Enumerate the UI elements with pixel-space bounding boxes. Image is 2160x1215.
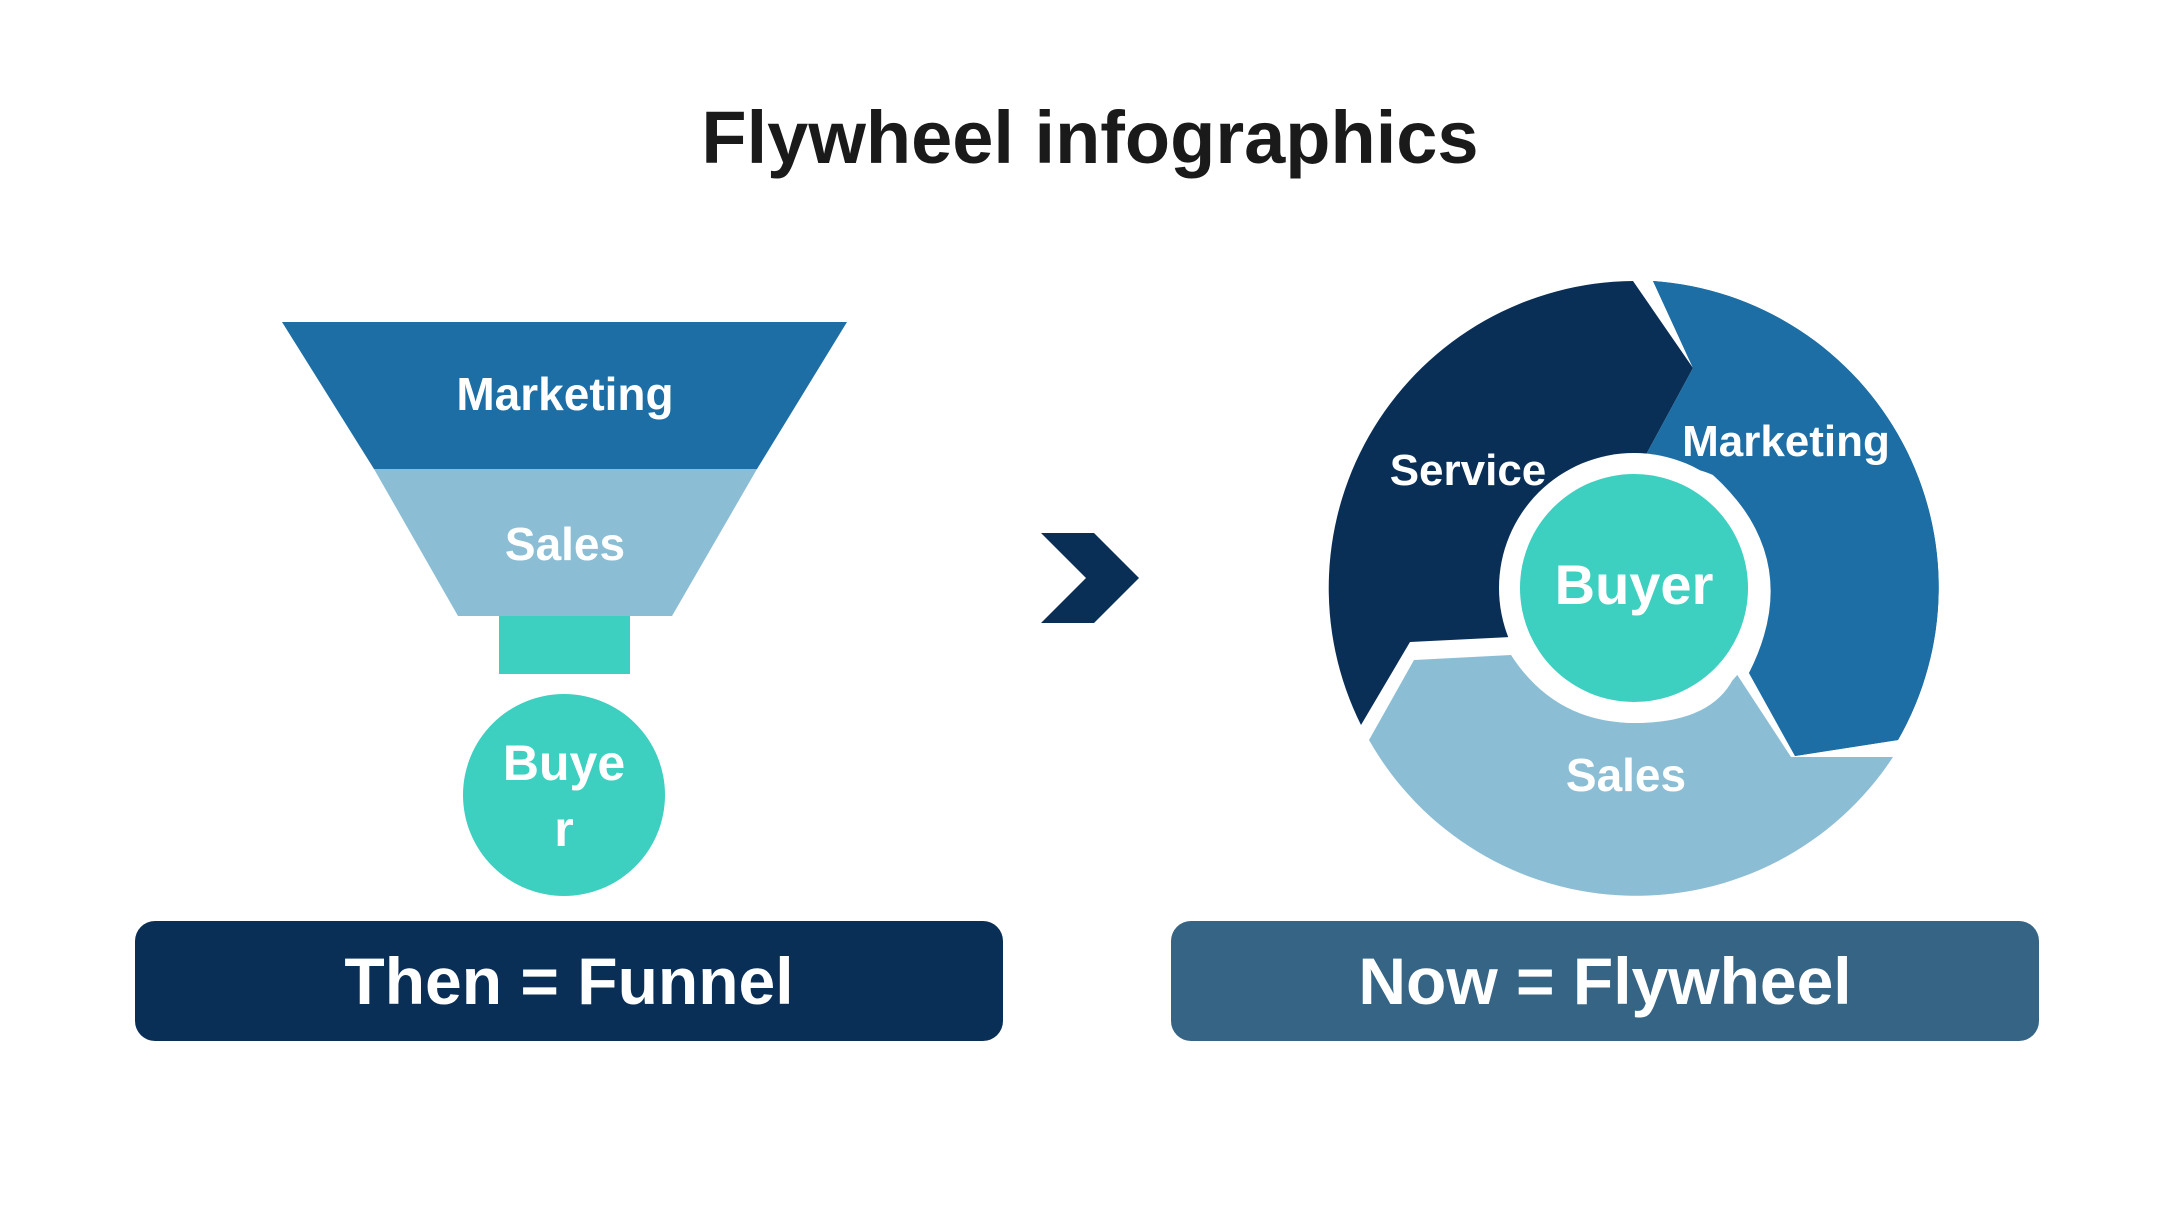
funnel-buyer-label-line1: Buye (503, 735, 625, 791)
funnel-diagram: Marketing Sales Buye r (282, 322, 847, 896)
funnel-caption: Then = Funnel (135, 921, 1003, 1041)
funnel-stage-sales-label: Sales (505, 518, 625, 570)
flywheel-segment-sales (1369, 655, 1893, 896)
funnel-stage-marketing-label: Marketing (456, 368, 673, 420)
funnel-buyer-circle (463, 694, 665, 896)
flywheel-segment-service-label: Service (1390, 446, 1547, 495)
funnel-stage-marketing (282, 322, 847, 469)
flywheel-diagram: Service Marketing Sales Buyer (1328, 281, 1939, 896)
flywheel-segment-service (1328, 281, 1693, 725)
flywheel-segment-sales-label: Sales (1566, 749, 1686, 801)
flywheel-segment-marketing-label: Marketing (1682, 417, 1890, 466)
flywheel-caption: Now = Flywheel (1171, 921, 2039, 1041)
funnel-buyer-label-line2: r (554, 801, 573, 857)
funnel-stage-sales (374, 469, 757, 616)
page-title: Flywheel infographics (701, 96, 1479, 179)
chevron-right-icon (1041, 533, 1139, 623)
funnel-spout (499, 616, 630, 674)
flywheel-segment-marketing-body (1635, 281, 1939, 756)
flywheel-buyer-label: Buyer (1555, 553, 1714, 616)
flywheel-buyer-circle (1520, 474, 1748, 702)
